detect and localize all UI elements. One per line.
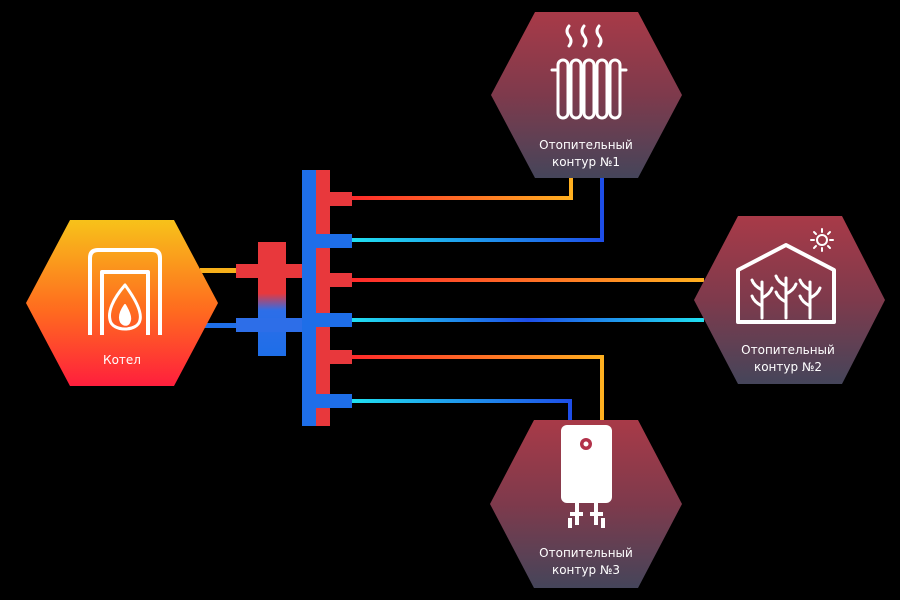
circuit-2-lines bbox=[352, 278, 704, 322]
boiler-supply-pipe bbox=[200, 268, 260, 273]
circuit-1-label-line2: контур №1 bbox=[552, 155, 620, 169]
manifold bbox=[302, 170, 352, 426]
circuit-3-label-line2: контур №3 bbox=[552, 563, 620, 577]
radiator-icon bbox=[550, 24, 628, 120]
water-heater-icon bbox=[561, 425, 612, 528]
circuit-1-lines bbox=[352, 178, 604, 242]
manifold-cold-bar bbox=[302, 170, 316, 426]
boiler-pipes bbox=[200, 268, 260, 328]
circuit-3-label-line1: Отопительный bbox=[539, 546, 633, 560]
circuit-3-lines bbox=[352, 355, 604, 423]
circuit-1-node: Отопительный контур №1 bbox=[491, 12, 682, 178]
boiler-return-pipe bbox=[200, 323, 260, 328]
circuit-2-label-line1: Отопительный bbox=[741, 343, 835, 357]
circuit-3-node: Отопительный контур №3 bbox=[490, 420, 682, 588]
boiler-label: Котел bbox=[103, 353, 141, 367]
boiler-node: Котел bbox=[26, 220, 218, 386]
sun-icon bbox=[810, 228, 834, 252]
boiler-fire-icon bbox=[88, 248, 162, 335]
circuit-2-node: Отопительный контур №2 bbox=[694, 216, 885, 384]
circuit-1-label-line1: Отопительный bbox=[539, 138, 633, 152]
hydraulic-separator bbox=[236, 242, 308, 356]
greenhouse-icon bbox=[736, 243, 836, 324]
manifold-hot-bar bbox=[316, 170, 330, 426]
circuit-2-label-line2: контур №2 bbox=[754, 360, 822, 374]
